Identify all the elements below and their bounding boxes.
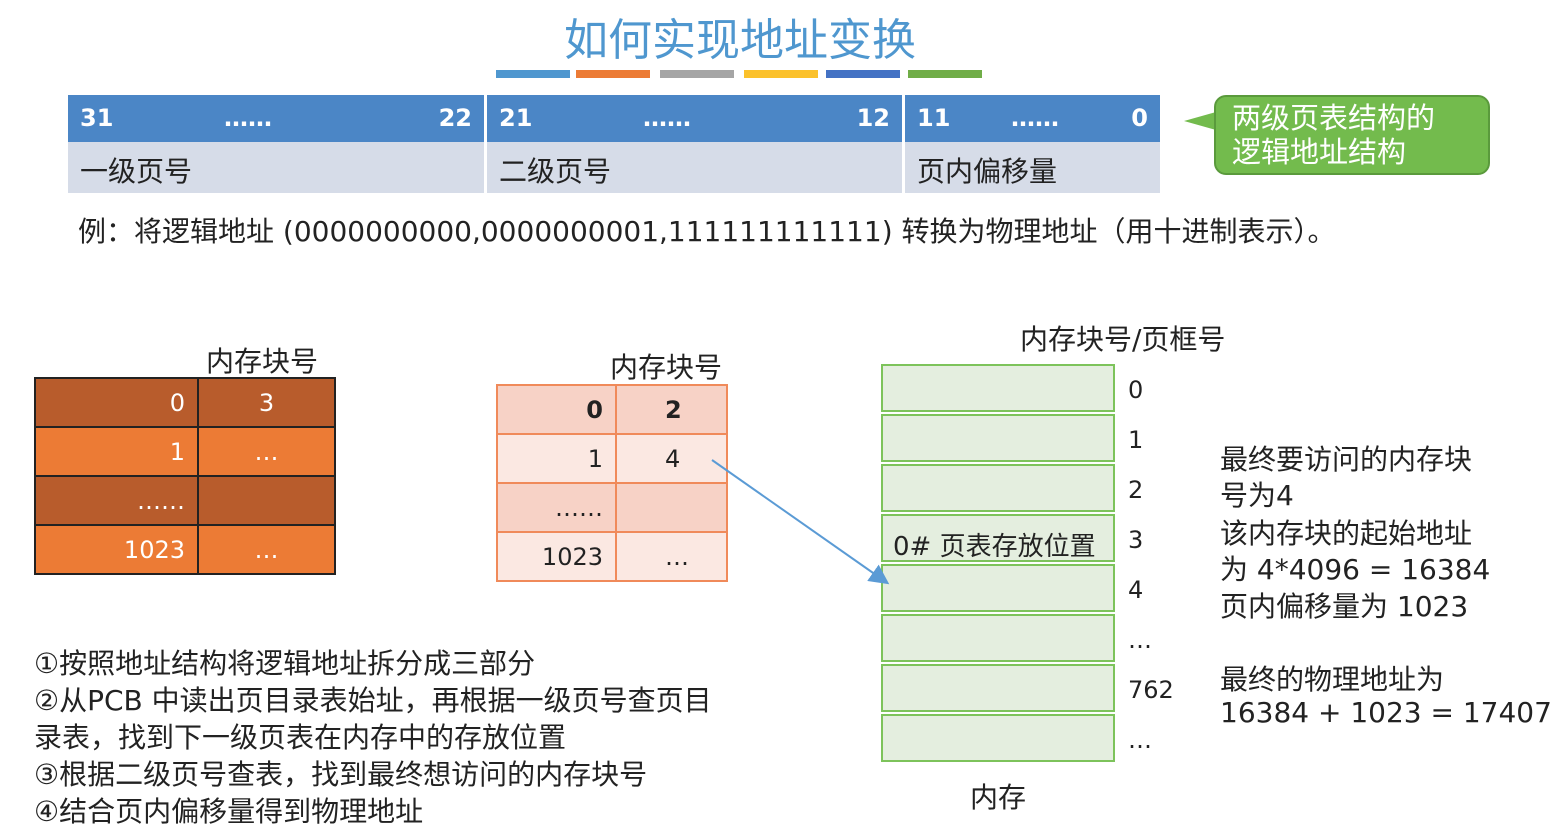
memory-block-page-table: 0# 页表存放位置 [881, 514, 1115, 562]
memory-block [881, 664, 1115, 712]
note-line: 16384 + 1023 = 17407 [1220, 696, 1552, 729]
memory-block [881, 364, 1115, 412]
table-cell-value [197, 475, 336, 526]
table-cell-index: 1 [496, 433, 617, 484]
memory-block [881, 564, 1115, 612]
table-cell-value: … [197, 426, 336, 477]
note-line: 最终的物理地址为 [1220, 663, 1445, 696]
page-table-header: 内存块号 [610, 351, 723, 384]
stripe-4 [744, 70, 818, 78]
note-line: 号为4 [1220, 479, 1294, 512]
memory-block [881, 614, 1115, 662]
page-table-location-label: 0# 页表存放位置 [893, 532, 1096, 562]
step-line: ④结合页内偏移量得到物理地址 [34, 795, 424, 828]
bit-range-second-level: 21 …… 12 [487, 95, 902, 142]
field-label: 一级页号 [80, 155, 193, 188]
bit-low: 0 [1131, 104, 1148, 132]
memory-blocks: 0# 页表存放位置 [881, 364, 1115, 764]
callout-line-2: 逻辑地址结构 [1232, 135, 1407, 169]
note-line: 为 4*4096 = 16384 [1220, 553, 1491, 586]
table-row: 1023 … [34, 524, 336, 575]
note-line: 最终要访问的内存块 [1220, 443, 1473, 476]
table-cell-index: 0 [34, 377, 199, 428]
table-cell-index: 1023 [496, 531, 617, 582]
table-row: 1 … [34, 426, 336, 477]
stripe-5 [826, 70, 900, 78]
field-label: 页内偏移量 [917, 155, 1058, 188]
memory-block-number: 3 [1128, 526, 1144, 554]
bit-high: 11 [917, 104, 951, 132]
bit-range-first-level: 31 …… 22 [68, 95, 484, 142]
stripe-3 [660, 70, 734, 78]
memory-footer: 内存 [970, 781, 1027, 814]
bit-dots: …… [224, 104, 272, 132]
table-cell-value: 4 [615, 433, 728, 484]
table-row: 0 3 [34, 377, 336, 428]
callout-line-1: 两级页表结构的 [1232, 101, 1436, 135]
table-cell-index: 1 [34, 426, 199, 477]
memory-block-number: 2 [1128, 476, 1144, 504]
memory-block [881, 464, 1115, 512]
second-level-page-table: 0 2 1 4 …… 1023 … [496, 384, 728, 582]
page-directory-table: 0 3 1 … …… 1023 … [34, 377, 336, 575]
note-line: 页内偏移量为 1023 [1220, 590, 1469, 623]
field-first-level-page: 一级页号 [68, 142, 484, 193]
bit-low: 12 [856, 104, 890, 132]
table-cell-index: …… [34, 475, 199, 526]
table-cell-value: 2 [615, 384, 728, 435]
table-cell-index: 0 [496, 384, 617, 435]
bit-high: 21 [499, 104, 533, 132]
memory-block [881, 714, 1115, 762]
bit-dots: …… [643, 104, 691, 132]
page-directory-header: 内存块号 [206, 345, 319, 378]
table-row: 1 4 [496, 433, 728, 484]
memory-block-number: 1 [1128, 426, 1144, 454]
memory-header: 内存块号/页框号 [1020, 323, 1226, 356]
field-page-offset: 页内偏移量 [905, 142, 1160, 193]
bit-low: 22 [438, 104, 472, 132]
stripe-1 [496, 70, 570, 78]
field-label: 二级页号 [499, 155, 612, 188]
page-title: 如何实现地址变换 [564, 15, 916, 66]
structure-callout: 两级页表结构的 逻辑地址结构 [1214, 95, 1490, 175]
note-line: 该内存块的起始地址 [1220, 517, 1473, 550]
lookup-arrow [711, 459, 890, 585]
memory-block-number: … [1128, 726, 1152, 754]
table-row: …… [34, 475, 336, 526]
bit-range-offset: 11 …… 0 [905, 95, 1160, 142]
memory-block-number: … [1128, 626, 1152, 654]
logical-address-structure: 31 …… 22 21 …… 12 11 …… 0 一级页号 二级页号 页内偏移… [68, 95, 1160, 193]
example-text: 例：将逻辑地址 (0000000000,0000000001,111111111… [78, 215, 1336, 248]
table-cell-value: … [197, 524, 336, 575]
memory-block [881, 414, 1115, 462]
field-second-level-page: 二级页号 [487, 142, 902, 193]
bit-dots: …… [1011, 104, 1059, 132]
step-line: ③根据二级页号查表，找到最终想访问的内存块号 [34, 758, 648, 791]
memory-block-number: 0 [1128, 376, 1144, 404]
table-cell-value: … [615, 531, 728, 582]
table-cell-index: …… [496, 482, 617, 533]
table-row: …… [496, 482, 728, 533]
stripe-2 [576, 70, 650, 78]
memory-block-number: 4 [1128, 576, 1144, 604]
bit-high: 31 [80, 104, 114, 132]
table-cell-index: 1023 [34, 524, 199, 575]
memory-block-number: 762 [1128, 676, 1174, 704]
table-row: 0 2 [496, 384, 728, 435]
step-line: 录表，找到下一级页表在内存中的存放位置 [34, 721, 567, 754]
table-cell-value [615, 482, 728, 533]
step-line: ②从PCB 中读出页目录表始址，再根据一级页号查页目 [34, 684, 712, 717]
table-cell-value: 3 [197, 377, 336, 428]
callout-pointer [1184, 112, 1216, 130]
step-line: ①按照地址结构将逻辑地址拆分成三部分 [34, 647, 536, 680]
table-row: 1023 … [496, 531, 728, 582]
steps-list: ①按照地址结构将逻辑地址拆分成三部分 ②从PCB 中读出页目录表始址，再根据一级… [34, 645, 712, 830]
stripe-6 [908, 70, 982, 78]
